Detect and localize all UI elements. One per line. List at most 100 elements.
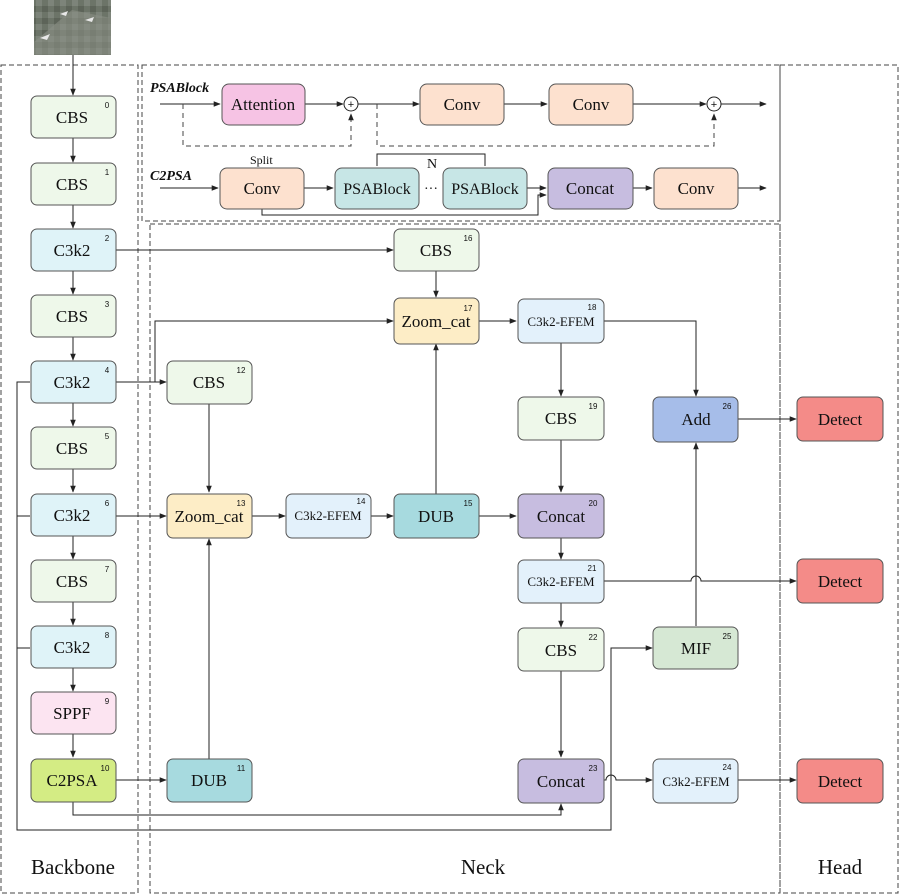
svg-text:C3k2-EFEM: C3k2-EFEM <box>294 508 362 523</box>
svg-text:DUB: DUB <box>191 771 227 790</box>
svg-text:7: 7 <box>105 565 110 574</box>
svg-text:CBS: CBS <box>193 373 225 392</box>
psablock-n: PSABlock <box>442 167 528 210</box>
neck-node-12: CBS 12 <box>166 360 253 405</box>
svg-text:C3k2-EFEM: C3k2-EFEM <box>527 314 595 329</box>
c2psa-conv-split: Conv <box>219 167 305 210</box>
attention-block: Attention <box>221 83 306 126</box>
detect-head-1: Detect <box>796 396 884 442</box>
add-symbol: + <box>348 99 354 111</box>
svg-text:Zoom_cat: Zoom_cat <box>175 507 244 526</box>
backbone-node-9: SPPF 9 <box>30 691 117 735</box>
svg-text:Attention: Attention <box>231 95 296 114</box>
input-image <box>34 0 111 55</box>
svg-text:CBS: CBS <box>420 241 452 260</box>
svg-text:13: 13 <box>237 499 246 508</box>
svg-text:1: 1 <box>105 168 110 177</box>
svg-text:26: 26 <box>723 402 732 411</box>
svg-text:14: 14 <box>357 497 366 506</box>
c2psa-concat: Concat <box>547 167 634 210</box>
svg-text:16: 16 <box>464 234 473 243</box>
add-node-2: + <box>706 96 722 112</box>
svg-text:11: 11 <box>237 764 246 773</box>
svg-text:4: 4 <box>105 366 110 375</box>
svg-text:Detect: Detect <box>818 572 863 591</box>
neck-label: Neck <box>461 855 506 879</box>
backbone-node-1: CBS 1 <box>30 162 117 206</box>
svg-text:Detect: Detect <box>818 410 863 429</box>
svg-text:22: 22 <box>589 633 598 642</box>
svg-text:Concat: Concat <box>537 507 585 526</box>
svg-text:9: 9 <box>105 697 110 706</box>
svg-text:C3k2-EFEM: C3k2-EFEM <box>527 574 595 589</box>
svg-text:C3k2: C3k2 <box>54 241 91 260</box>
psablock-title: PSABlock <box>150 81 209 96</box>
svg-text:6: 6 <box>105 499 110 508</box>
split-label: Split <box>250 153 273 167</box>
svg-text:18: 18 <box>588 303 597 312</box>
svg-text:C2PSA: C2PSA <box>46 771 98 790</box>
ellipsis: ··· <box>424 182 438 197</box>
svg-text:Zoom_cat: Zoom_cat <box>402 312 471 331</box>
detect-head-2: Detect <box>796 558 884 604</box>
backbone-label: Backbone <box>31 855 115 879</box>
svg-text:19: 19 <box>589 402 598 411</box>
svg-text:CBS: CBS <box>56 439 88 458</box>
neck-node-16: CBS 16 <box>393 228 480 272</box>
backbone-node-0: CBS 0 <box>30 95 117 139</box>
svg-text:CBS: CBS <box>56 572 88 591</box>
neck-node-26: Add 26 <box>652 396 739 443</box>
svg-text:PSABlock: PSABlock <box>343 181 411 198</box>
detect-head-3: Detect <box>796 758 884 804</box>
svg-text:C3k2-EFEM: C3k2-EFEM <box>662 774 730 789</box>
add-symbol: + <box>711 99 717 111</box>
svg-text:2: 2 <box>105 234 110 243</box>
backbone-node-8: C3k2 8 <box>30 625 117 669</box>
svg-text:DUB: DUB <box>418 507 454 526</box>
svg-text:CBS: CBS <box>56 307 88 326</box>
neck-node-14: C3k2-EFEM 14 <box>285 493 372 539</box>
head-label: Head <box>818 855 863 879</box>
svg-text:3: 3 <box>105 300 110 309</box>
c2psa-conv-out: Conv <box>653 167 739 210</box>
svg-text:10: 10 <box>101 764 110 773</box>
svg-text:Conv: Conv <box>678 179 715 198</box>
svg-text:C3k2: C3k2 <box>54 506 91 525</box>
svg-text:PSABlock: PSABlock <box>451 181 519 198</box>
svg-text:CBS: CBS <box>56 108 88 127</box>
neck-node-13: Zoom_cat 13 <box>166 493 253 539</box>
neck-node-21: C3k2-EFEM 21 <box>517 559 605 604</box>
backbone-node-3: CBS 3 <box>30 294 117 338</box>
svg-text:21: 21 <box>588 564 597 573</box>
head-region <box>779 64 899 894</box>
svg-text:8: 8 <box>105 631 110 640</box>
svg-text:Conv: Conv <box>244 179 281 198</box>
svg-text:Conv: Conv <box>444 95 481 114</box>
backbone-node-4: C3k2 4 <box>30 360 117 404</box>
svg-text:SPPF: SPPF <box>53 704 91 723</box>
neck-node-24: C3k2-EFEM 24 <box>652 758 739 804</box>
neck-node-20: Concat 20 <box>517 493 605 539</box>
add-node-1: + <box>343 96 359 112</box>
c2psa-title: C2PSA <box>150 169 192 184</box>
psa-region <box>141 64 781 222</box>
neck-node-17: Zoom_cat 17 <box>393 297 480 345</box>
backbone-node-10: C2PSA 10 <box>30 758 117 803</box>
svg-text:MIF: MIF <box>681 639 711 658</box>
svg-text:20: 20 <box>589 499 598 508</box>
svg-text:Detect: Detect <box>818 772 863 791</box>
backbone-region <box>0 64 139 894</box>
neck-node-22: CBS 22 <box>517 627 605 672</box>
psablock-1: PSABlock <box>334 167 420 210</box>
neck-node-25: MIF 25 <box>652 626 739 670</box>
neck-node-23: Concat 23 <box>517 758 605 804</box>
repeat-n-label: N <box>427 157 437 172</box>
svg-text:C3k2: C3k2 <box>54 373 91 392</box>
svg-text:23: 23 <box>589 764 598 773</box>
svg-text:Concat: Concat <box>537 772 585 791</box>
psa-edges <box>160 101 767 216</box>
neck-node-19: CBS 19 <box>517 396 605 441</box>
svg-text:17: 17 <box>464 304 473 313</box>
svg-text:CBS: CBS <box>545 409 577 428</box>
